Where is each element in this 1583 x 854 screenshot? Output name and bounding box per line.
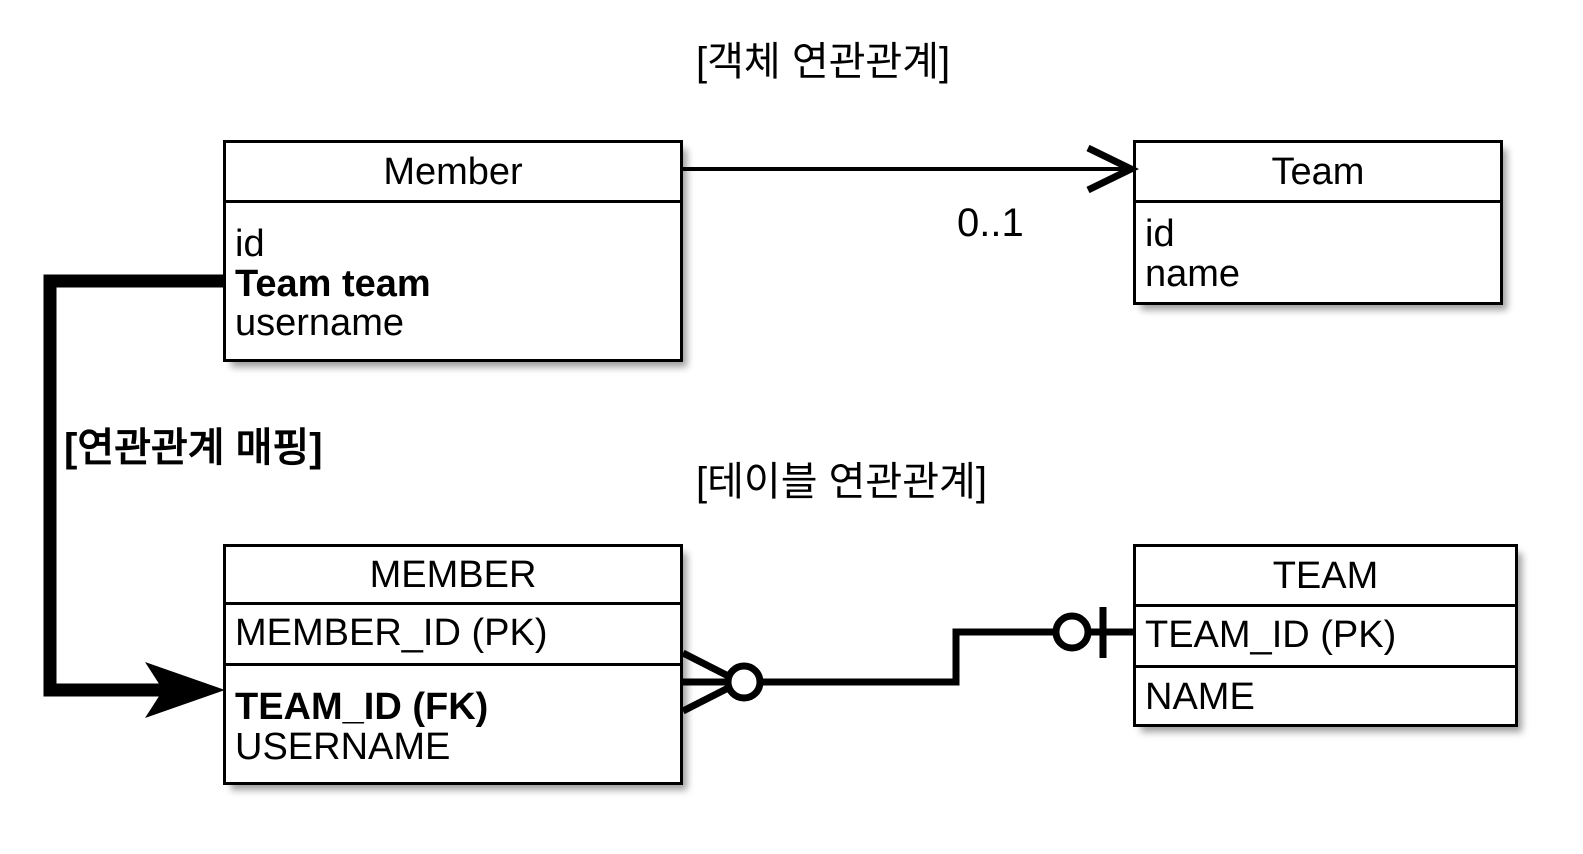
team-entity-box[interactable]: Team id name [1133,140,1503,305]
member-entity-field: username [235,302,404,345]
member-table-box[interactable]: MEMBER MEMBER_ID (PK) TEAM_ID (FK) USERN… [223,544,683,785]
object-association-connector [683,144,1139,194]
member-entity-fields: id Team team username [226,203,680,362]
team-entity-field: id [1145,213,1175,256]
table-section-title: [테이블 연관관계] [696,460,987,504]
mapping-arrow-line [43,274,223,697]
member-table-column: USERNAME [235,726,451,768]
object-section-title: [객체 연관관계] [696,40,951,84]
multiplicity-label: 0..1 [957,201,1024,245]
table-relationship-line [742,628,1133,686]
thick-solid-arrow-icon [145,662,225,718]
mapping-label: [연관관계 매핑] [64,426,323,470]
member-entity-field: Team team [235,262,431,305]
member-table-column: TEAM_ID (FK) [235,686,489,729]
team-entity-field: name [1145,253,1241,295]
team-table-pk-section: TEAM_ID (PK) [1136,607,1515,665]
crows-foot-zero-many-icon [681,649,764,715]
team-table-title: TEAM [1136,547,1515,607]
member-table-column-section: TEAM_ID (FK) USERNAME [226,663,680,788]
mapping-arrow-connector [43,274,225,718]
team-entity-title: Team [1136,143,1500,203]
open-arrow-icon [1086,144,1139,194]
member-entity-box[interactable]: Member id Team team username [223,140,683,362]
team-entity-fields: id name [1136,203,1500,305]
team-table-column: NAME [1145,675,1255,718]
member-entity-field: id [235,222,265,265]
member-entity-title: Member [226,143,680,203]
table-relationship-connector [681,607,1133,715]
member-table-pk-section: MEMBER_ID (PK) [226,605,680,663]
team-table-column-section: NAME [1136,665,1515,727]
one-and-only-one-icon [1052,607,1107,658]
member-table-title: MEMBER [226,547,680,605]
team-table-box[interactable]: TEAM TEAM_ID (PK) NAME [1133,544,1518,727]
member-table-column: MEMBER_ID (PK) [235,612,548,655]
team-table-column: TEAM_ID (PK) [1145,614,1397,657]
